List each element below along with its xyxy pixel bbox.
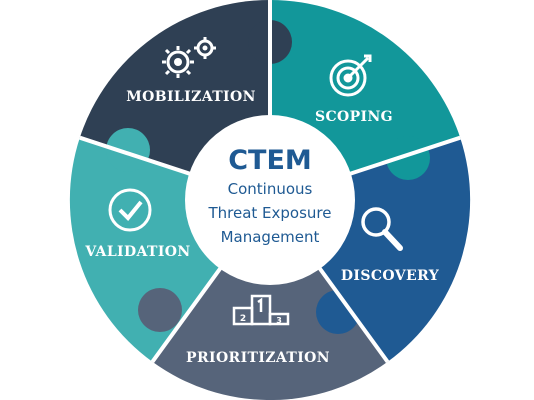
- label-prioritization: PRIORITIZATION: [186, 350, 330, 366]
- puzzle-tab-discovery: [316, 290, 360, 334]
- label-scoping: SCOPING: [315, 109, 393, 125]
- svg-text:3: 3: [276, 316, 282, 325]
- gears-icon: [162, 37, 216, 78]
- center-line-3: Management: [221, 228, 320, 246]
- puzzle-tab-validation: [106, 128, 150, 172]
- label-validation: VALIDATION: [84, 244, 190, 260]
- magnifier-icon: [361, 207, 403, 251]
- center-line-1: Continuous: [228, 180, 313, 198]
- label-mobilization: MOBILIZATION: [126, 89, 256, 105]
- check-circle-icon: [108, 188, 152, 232]
- target-icon: [329, 54, 372, 97]
- podium-icon: 2 3: [232, 294, 290, 326]
- puzzle-tab-prioritization: [138, 288, 182, 332]
- center-line-2: Threat Exposure: [207, 204, 331, 222]
- center-circle: [185, 115, 355, 285]
- svg-text:2: 2: [240, 314, 246, 324]
- center-title: CTEM: [228, 145, 312, 176]
- label-discovery: DISCOVERY: [341, 268, 440, 284]
- puzzle-tab-scoping: [386, 136, 430, 180]
